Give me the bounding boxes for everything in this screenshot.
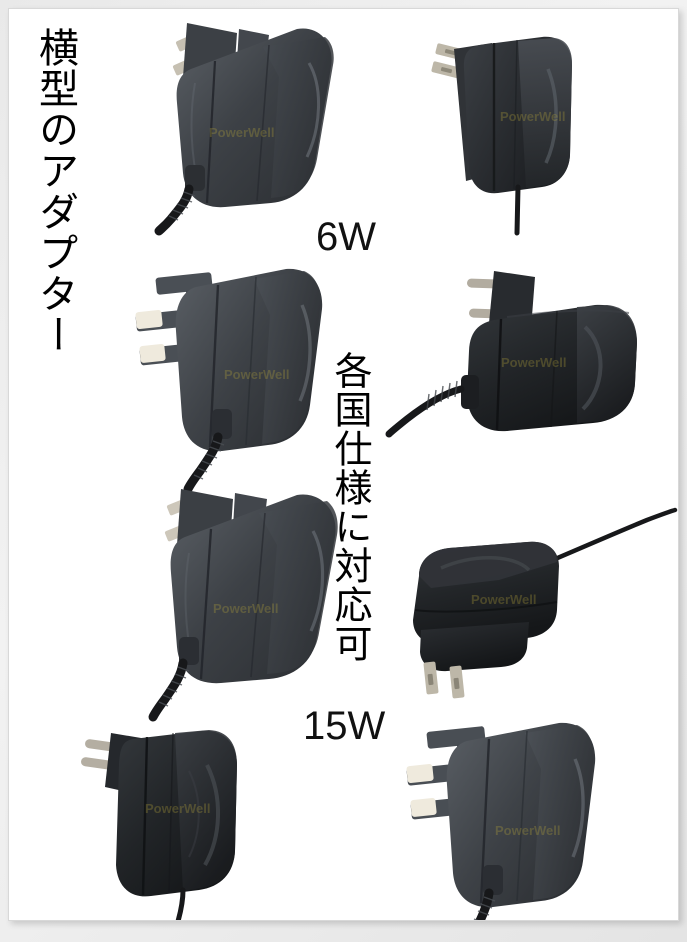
cable <box>536 507 678 569</box>
watermark-text: PowerWell <box>500 109 566 124</box>
cable <box>175 887 186 920</box>
adapter-us-15w-lower-right: PowerWell <box>387 507 678 709</box>
adapter-au-6w-top-left: PowerWell <box>129 17 349 247</box>
watermark-text: PowerWell <box>471 592 537 607</box>
adapter-eu-15w-bottom-left: PowerWell <box>71 715 286 920</box>
cable-strain-relief <box>385 375 479 438</box>
watermark-text: PowerWell <box>501 355 567 370</box>
adapter-us-6w-top-right: PowerWell <box>414 21 599 236</box>
watermark-text: PowerWell <box>495 823 561 838</box>
vertical-caption-sub: 各国仕様に対応可 <box>328 351 372 663</box>
vertical-caption-main: 横型のアダプター <box>32 27 78 355</box>
cable <box>514 184 521 236</box>
cable-strain-relief <box>183 409 232 494</box>
adapter-au-15w-lower-left: PowerWell <box>127 487 352 722</box>
adapter-uk-15w-bottom-right: PowerWell <box>387 715 637 920</box>
cable-strain-relief <box>148 637 199 722</box>
watermark-text: PowerWell <box>213 601 279 616</box>
cable-strain-relief <box>473 865 503 920</box>
watermark-text: PowerWell <box>209 125 275 140</box>
plug-pins-us <box>423 661 465 699</box>
wattage-label-6w: 6W <box>316 215 376 259</box>
watermark-text: PowerWell <box>224 367 290 382</box>
watermark-text: PowerWell <box>145 801 211 816</box>
wattage-label-15w: 15W <box>303 704 386 748</box>
adapter-eu-15w-mid-right: PowerWell <box>385 271 678 486</box>
adapter-uk-6w-mid-left: PowerWell <box>114 257 339 494</box>
product-image-card: 横型のアダプター 各国仕様に対応可 6W 15W <box>8 8 679 921</box>
cable-strain-relief <box>154 165 205 236</box>
